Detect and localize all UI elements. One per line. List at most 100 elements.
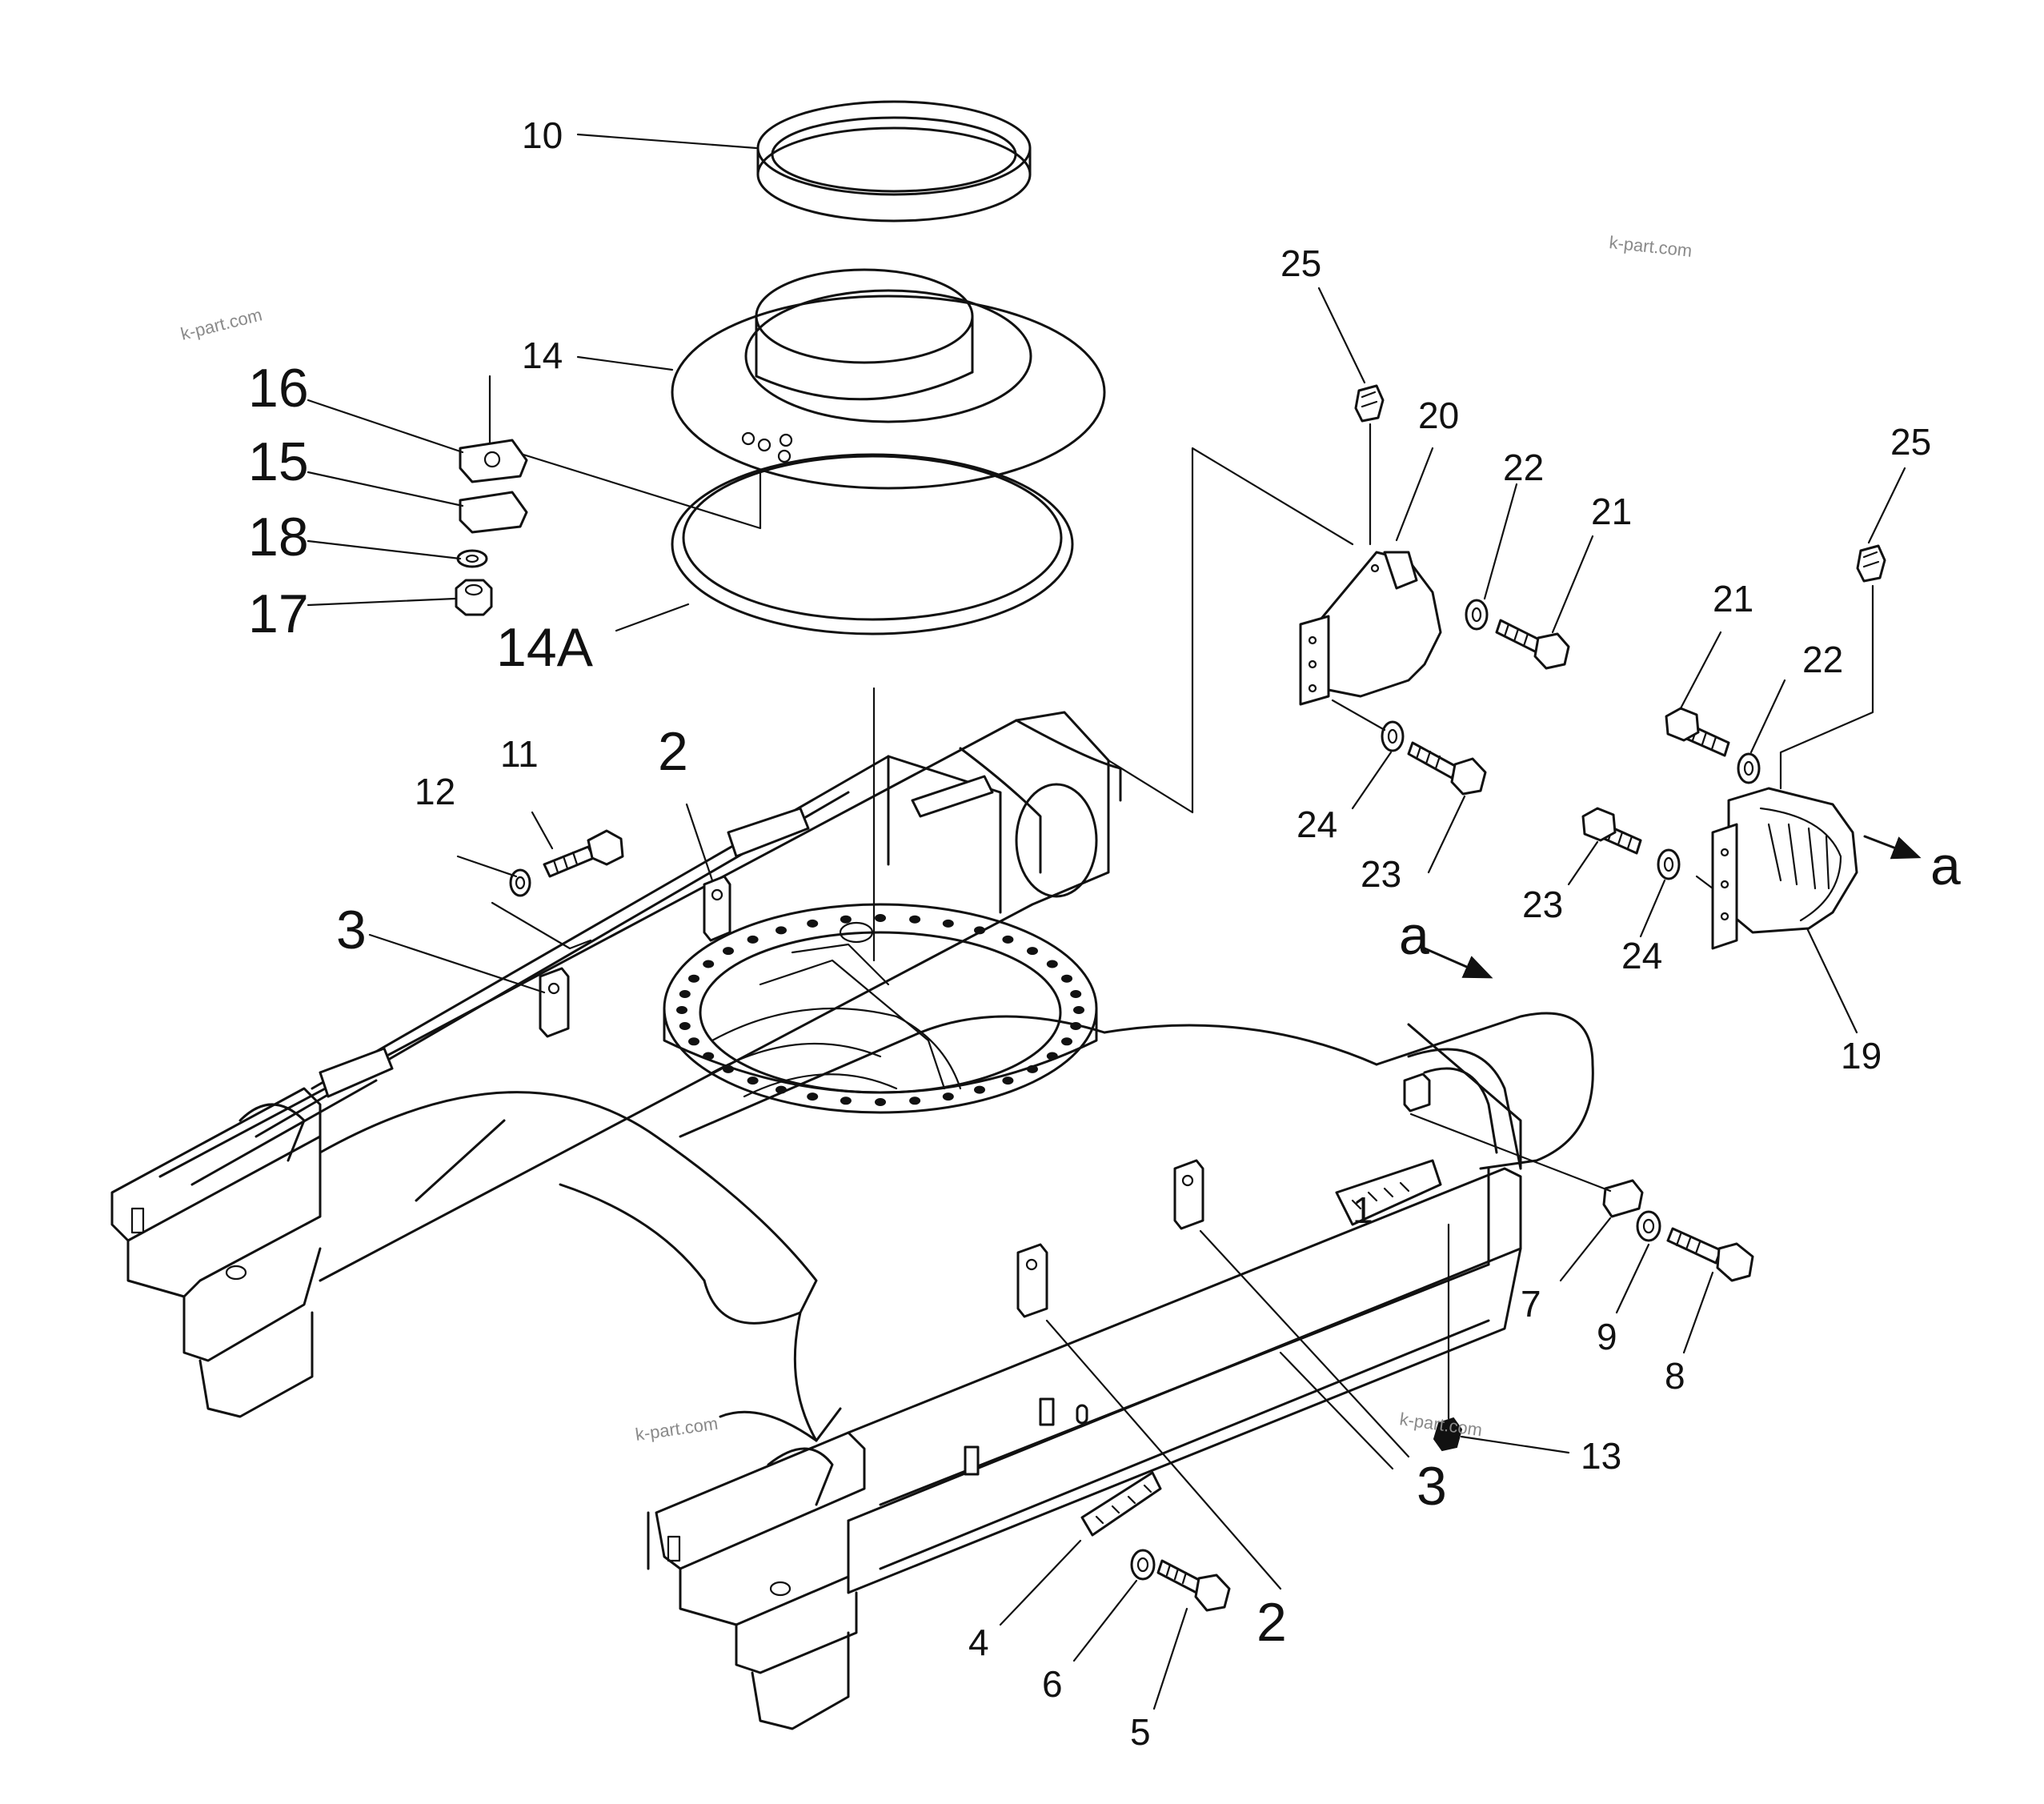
guard-part-4 — [1080, 1471, 1162, 1537]
callout-1: 1 — [1353, 1189, 1373, 1231]
callout-24-right: 24 — [1621, 935, 1662, 976]
leader-line-7-mount — [1409, 1112, 1612, 1193]
bolt-hole — [1070, 1022, 1082, 1030]
washer-part-24-upper — [1381, 720, 1405, 752]
bolt-hole — [875, 914, 886, 922]
bolt-hole — [723, 1064, 734, 1073]
callout-9: 9 — [1597, 1316, 1617, 1357]
callout-3-lower: 3 — [1417, 1456, 1447, 1517]
bolt-hole — [942, 1092, 954, 1101]
bolt-part-21-right — [1665, 707, 1730, 757]
bolt-hole — [1070, 990, 1082, 998]
frame-lugs-lower — [964, 1397, 1088, 1476]
bolt-hole — [1027, 1064, 1038, 1073]
washer-part-24-right — [1657, 848, 1681, 880]
bolt-hole — [1046, 1052, 1058, 1060]
seal-ring-part-10 — [756, 100, 1032, 222]
bolt-hole — [1061, 974, 1072, 983]
callout-25-upper: 25 — [1281, 243, 1321, 284]
watermark-left: k-part.com — [178, 304, 264, 343]
bracket-part-2-lower — [1016, 1243, 1048, 1318]
bolt-hole — [703, 960, 715, 968]
callout-3-upper: 3 — [336, 900, 367, 960]
bracket-line-20 — [1191, 447, 1354, 814]
washer-part-18 — [456, 549, 488, 568]
view-arrow-a-right — [1863, 835, 1922, 860]
callout-14: 14 — [522, 335, 563, 376]
plug-part-25-upper — [1354, 384, 1385, 423]
bolt-hole — [840, 1096, 852, 1105]
callout-15: 15 — [248, 431, 309, 492]
bolt-hole — [840, 915, 852, 924]
bolt-part-11 — [543, 829, 624, 878]
leader-line-24-right-mount — [1695, 875, 1714, 890]
callout-2-lower: 2 — [1256, 1592, 1287, 1653]
bolt-hole — [1046, 960, 1058, 968]
bolt-hole — [942, 919, 954, 928]
bolt-hole — [679, 1022, 691, 1030]
bracket-part-3-upper — [539, 967, 570, 1038]
seal-part-14a — [671, 453, 1074, 635]
view-marker-a-left: a — [1399, 905, 1429, 966]
bracket-line-11 — [491, 901, 592, 950]
callout-21-right: 21 — [1713, 578, 1753, 619]
callout-17: 17 — [248, 583, 309, 644]
bolt-hole — [974, 1085, 985, 1094]
bolt-hole-ring — [676, 914, 1084, 1106]
bolt-hole — [1061, 1037, 1072, 1046]
callout-14a: 14A — [496, 617, 594, 678]
leader-line-24-upper-mount — [1331, 699, 1386, 732]
bolt-part-23-right — [1581, 807, 1642, 855]
cover-part-14 — [671, 268, 1106, 490]
callout-21-upper: 21 — [1591, 491, 1632, 532]
plate-part-7 — [1602, 1179, 1644, 1218]
cover-part-20 — [1299, 551, 1442, 706]
bolt-hole — [747, 935, 759, 944]
watermark-top-right: k-part.com — [1608, 232, 1693, 261]
bolt-part-8 — [1666, 1227, 1754, 1282]
bolt-hole — [807, 1092, 819, 1101]
bolt-hole — [807, 919, 819, 928]
washer-part-9 — [1636, 1210, 1661, 1242]
callout-24-upper: 24 — [1297, 804, 1337, 845]
bolt-hole — [1002, 1076, 1014, 1085]
callout-25-right: 25 — [1890, 421, 1931, 463]
leader-lines — [307, 133, 1906, 1710]
callout-22-right: 22 — [1802, 639, 1843, 680]
view-arrow-a-left — [1423, 947, 1493, 979]
bolt-hole — [688, 1037, 699, 1046]
view-marker-a-right: a — [1930, 836, 1961, 896]
track-frame-part-1 — [110, 711, 1594, 1730]
washer-part-22-right — [1737, 752, 1761, 784]
bolt-hole — [875, 1098, 886, 1106]
lug-part-7-mount — [1403, 1072, 1431, 1112]
bolt-hole — [747, 1076, 759, 1085]
bolt-hole — [776, 1085, 787, 1094]
callout-13: 13 — [1581, 1435, 1621, 1477]
bolt-part-23-upper — [1407, 741, 1487, 796]
callout-12: 12 — [415, 771, 455, 812]
bracket-line-14 — [488, 375, 762, 530]
bolt-hole — [974, 926, 985, 935]
bolt-hole — [723, 947, 734, 956]
plug-part-25-right — [1856, 544, 1886, 583]
plug-part-13 — [1433, 1417, 1463, 1452]
bracket-part-2-upper — [703, 875, 731, 942]
bolt-hole — [909, 1096, 921, 1105]
bracket-part-3-lower — [1173, 1159, 1204, 1230]
watermark-bottom: k-part.com — [634, 1413, 719, 1445]
callout-6: 6 — [1042, 1663, 1063, 1705]
washer-part-22-upper — [1465, 599, 1489, 631]
bolt-hole — [1027, 947, 1038, 956]
callout-16: 16 — [248, 358, 309, 419]
callout-22-upper: 22 — [1503, 447, 1544, 488]
plate-part-16 — [459, 439, 528, 483]
bolt-hole — [1073, 1006, 1084, 1014]
callout-18: 18 — [248, 507, 309, 567]
callout-19: 19 — [1841, 1035, 1882, 1076]
bolt-part-21-upper — [1495, 619, 1570, 670]
bolt-hole — [909, 915, 921, 924]
plate-part-15 — [459, 491, 528, 534]
callout-4: 4 — [968, 1622, 989, 1663]
